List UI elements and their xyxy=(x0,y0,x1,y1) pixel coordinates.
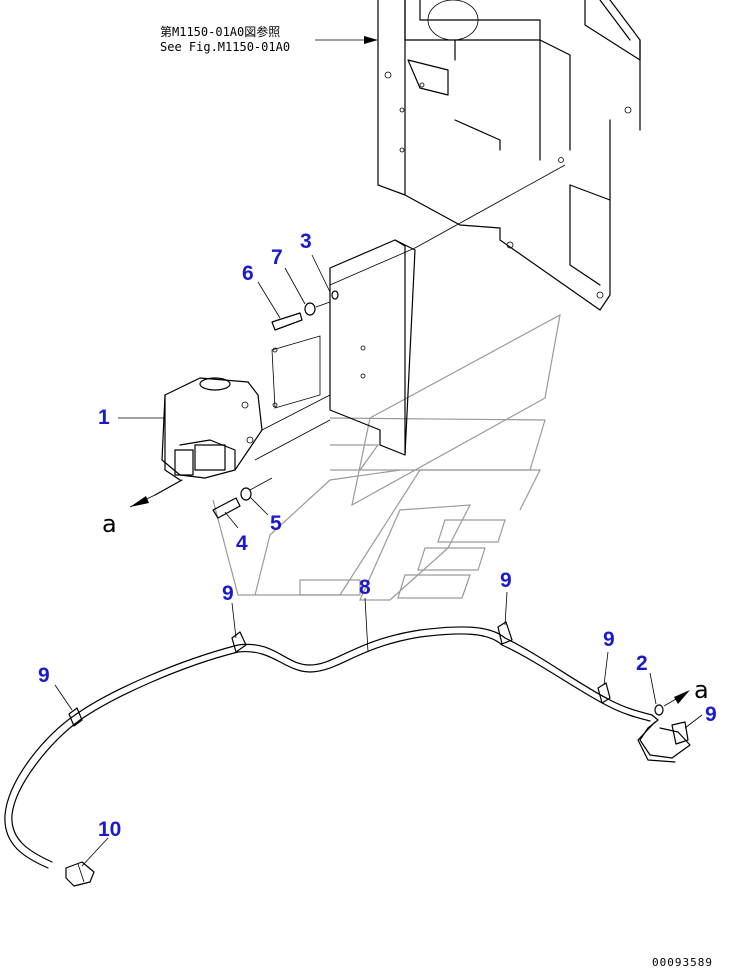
reference-note-english: See Fig.M1150-01A0 xyxy=(160,40,290,54)
bolt-washer-lower xyxy=(212,477,273,519)
connection-letter-left: a xyxy=(102,510,117,538)
callout-9-a: 9 xyxy=(222,582,234,605)
callout-5: 5 xyxy=(270,512,282,535)
callout-9-e: 9 xyxy=(705,703,717,726)
callout-2: 2 xyxy=(636,652,648,675)
cab-structure xyxy=(377,0,641,311)
washer-tank xyxy=(161,377,331,481)
nozzle xyxy=(65,861,95,887)
connection-right xyxy=(654,690,690,716)
bolt-washer-upper xyxy=(271,290,339,331)
drawing-number: 00093589 xyxy=(652,956,713,969)
reference-note-japanese: 第M1150-01A0図参照 xyxy=(160,24,280,39)
callout-6: 6 xyxy=(242,262,254,285)
callout-1: 1 xyxy=(98,406,110,429)
connection-letters: a a xyxy=(102,510,709,704)
callout-7: 7 xyxy=(271,246,283,269)
mounting-bracket xyxy=(271,164,566,456)
tank-outlet xyxy=(129,479,183,508)
callout-10: 10 xyxy=(98,818,121,841)
connection-letter-right: a xyxy=(694,676,709,704)
hose-clamps xyxy=(68,621,689,745)
background-outline-pattern xyxy=(212,313,561,601)
callout-4: 4 xyxy=(236,532,248,555)
callout-9-b: 9 xyxy=(38,664,50,687)
callout-numbers: 1 2 3 4 5 6 7 8 9 9 9 9 9 10 xyxy=(38,230,717,841)
callout-9-d: 9 xyxy=(603,628,615,651)
callout-9-c: 9 xyxy=(500,569,512,592)
leader-lines xyxy=(54,254,703,867)
callout-8: 8 xyxy=(359,576,371,599)
callout-3: 3 xyxy=(300,230,312,253)
reference-note: 第M1150-01A0図参照 See Fig.M1150-01A0 xyxy=(160,24,378,54)
washer-hose xyxy=(4,626,691,869)
